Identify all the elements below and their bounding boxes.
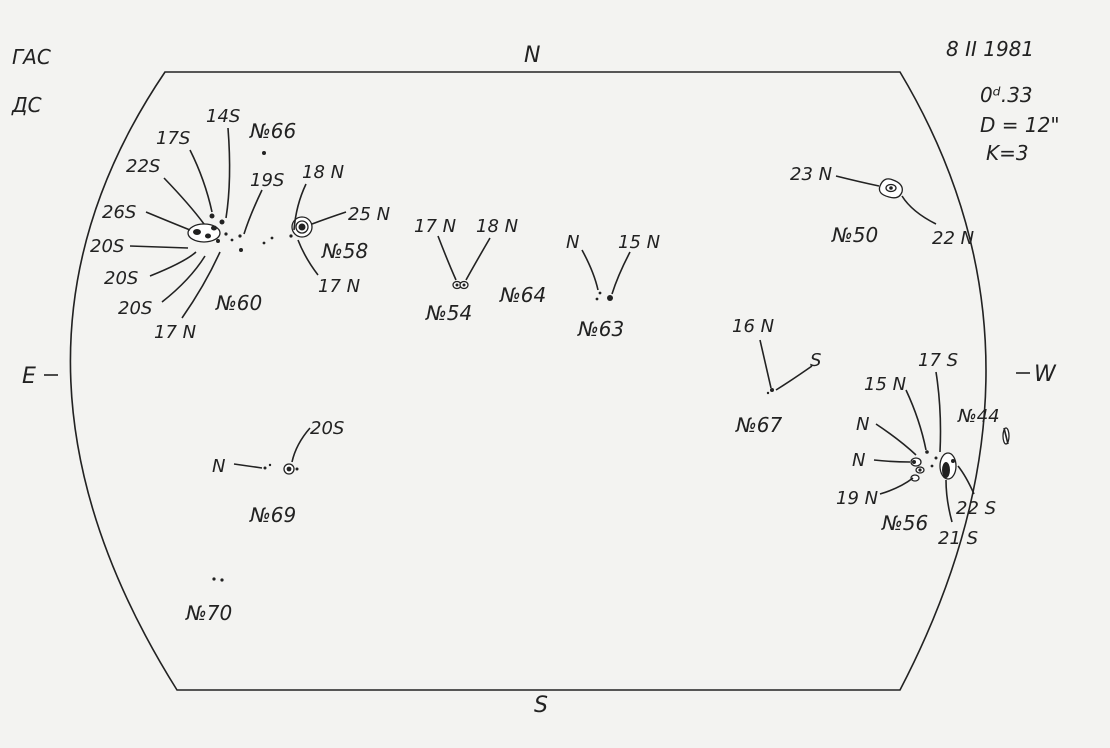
group-69-leaders — [233, 427, 311, 469]
compass-west: W — [1034, 362, 1057, 387]
group-56-label-19n: 19 N — [836, 488, 878, 509]
disk-outline — [69, 71, 987, 691]
group-58-label-25n: 25 N — [348, 204, 390, 225]
group-50-label-23n: 23 N — [790, 164, 832, 185]
observatory-code-2: ДС — [11, 93, 42, 117]
quality-grade: K=3 — [986, 141, 1029, 165]
group-60-leaders — [129, 127, 263, 319]
label-26s: 26S — [102, 202, 136, 223]
group-60-number: №60 — [215, 291, 262, 315]
group-63-number: №63 — [577, 317, 624, 341]
group-69-label-20s: 20S — [310, 418, 344, 439]
group-50-leaders — [835, 175, 937, 225]
label-17n: 17 N — [154, 322, 196, 343]
label-14s: 14S — [206, 106, 240, 127]
compass-south: S — [534, 693, 548, 718]
group-56-spots — [910, 450, 957, 482]
group-44-spots — [1002, 427, 1010, 445]
group-58-label-18n: 18 N — [302, 162, 344, 183]
disk-diameter: D = 12" — [980, 113, 1060, 137]
group-69-number: №69 — [249, 503, 296, 527]
group-58-spots — [289, 216, 313, 238]
group-54-label-18n: 18 N — [476, 216, 518, 237]
observatory-code-1: ГАС — [12, 45, 51, 69]
group-58-label-17n: 17 N — [318, 276, 360, 297]
group-56-label-n-a: N — [856, 414, 869, 435]
group-70-spots — [212, 577, 224, 582]
group-56-label-15n: 15 N — [864, 374, 906, 395]
group-67-spots — [766, 388, 774, 395]
compass-east: E — [22, 364, 36, 389]
group-58-number: №58 — [321, 239, 368, 263]
group-64-number: №64 — [499, 283, 546, 307]
group-69-label-n: N — [212, 456, 225, 477]
group-69-spots — [263, 463, 299, 475]
label-20s-b: 20S — [104, 268, 138, 289]
group-54-spots — [452, 280, 469, 290]
group-58-leaders — [293, 183, 347, 276]
group-56-label-17s: 17 S — [918, 350, 958, 371]
group-44-number: №44 — [957, 406, 1000, 427]
group-50-spots — [878, 178, 903, 199]
group-56-leaders — [873, 371, 975, 523]
group-54-leaders — [437, 235, 491, 281]
group-63-spots — [595, 291, 613, 301]
group-56-label-22s: 22 S — [956, 498, 996, 519]
label-20s-c: 20S — [118, 298, 152, 319]
group-50-number: №50 — [831, 223, 878, 247]
group-50-label-22n: 22 N — [932, 228, 974, 249]
group-63-label-n: N — [566, 232, 579, 253]
group-67-number: №67 — [735, 413, 783, 437]
group-56-label-n-b: N — [852, 450, 865, 471]
group-63-label-15n: 15 N — [618, 232, 660, 253]
group-67-label-16n: 16 N — [732, 316, 774, 337]
group-66-spot — [262, 151, 266, 155]
group-70-number: №70 — [185, 601, 232, 625]
label-22s: 22S — [126, 156, 160, 177]
label-19s: 19S — [250, 170, 284, 191]
group-56-label-21s: 21 S — [938, 528, 978, 549]
group-67-label-s: S — [810, 350, 821, 371]
label-20s-a: 20S — [90, 236, 124, 257]
group-66-number: №66 — [249, 119, 296, 143]
group-54-label-17n: 17 N — [414, 216, 456, 237]
group-67-leaders — [759, 339, 813, 391]
group-56-number: №56 — [881, 511, 928, 535]
observation-date: 8 II 1981 — [946, 37, 1034, 61]
compass-north: N — [524, 43, 540, 68]
group-63-leaders — [581, 249, 631, 295]
label-17s: 17S — [156, 128, 190, 149]
group-54-number: №54 — [425, 301, 472, 325]
observation-time: 0ᵈ.33 — [980, 83, 1033, 107]
